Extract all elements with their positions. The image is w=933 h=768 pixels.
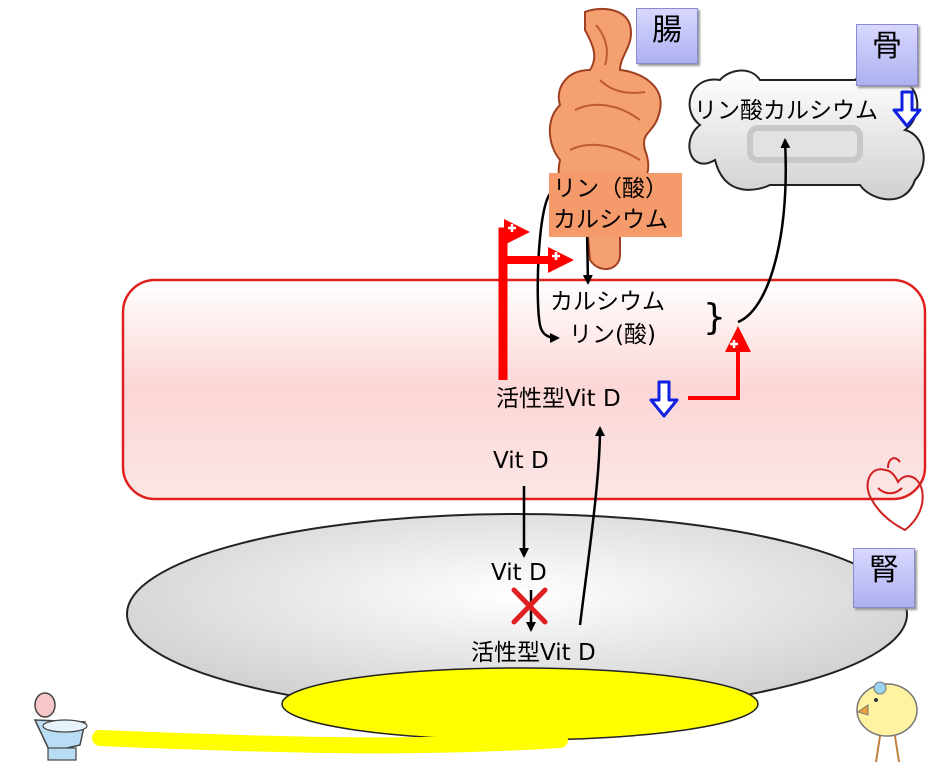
down-arrow-icon xyxy=(649,380,679,418)
promote-arrows xyxy=(498,219,751,400)
blood-calcium-label: カルシウム xyxy=(550,289,665,315)
cross-icon xyxy=(511,587,548,625)
red-promote-bone xyxy=(688,326,751,400)
arrow-active-vitd-to-blood xyxy=(578,426,605,626)
active-vitd-kidney-label: 活性型Vit D xyxy=(471,640,596,666)
bone-badge: 骨 xyxy=(856,24,918,86)
intestine-absorption-box xyxy=(549,173,682,237)
intestine-badge: 腸 xyxy=(636,8,698,64)
intestine-icon xyxy=(548,7,662,270)
urine-shape xyxy=(281,667,759,741)
urine-stream xyxy=(92,730,568,754)
heart-icon xyxy=(866,457,924,532)
bone-mineral-label: リン酸カルシウム xyxy=(694,98,878,124)
red-promote-trunk xyxy=(498,219,530,380)
vitd-blood-label: Vit D xyxy=(493,448,549,474)
blood-brace: } xyxy=(703,297,726,338)
chick-icon xyxy=(856,681,918,763)
intestine-phosphate-label: リン（酸） xyxy=(553,176,668,202)
active-vitd-blood-label: 活性型Vit D xyxy=(496,386,621,412)
kidney-badge: 腎 xyxy=(853,548,915,608)
intestine-calcium-label: カルシウム xyxy=(553,207,668,233)
arrow-intestine-calcium-to-blood xyxy=(582,229,593,285)
down-arrow-icon xyxy=(892,90,922,128)
vitd-kidney-label: Vit D xyxy=(491,560,547,586)
arrow-blood-to-bone xyxy=(737,138,791,324)
blood-phosphate-label: リン(酸) xyxy=(569,322,656,348)
toilet-icon xyxy=(33,692,88,761)
arrow-intestine-phosphate-to-blood xyxy=(536,190,560,343)
bone-marrow xyxy=(747,125,863,163)
